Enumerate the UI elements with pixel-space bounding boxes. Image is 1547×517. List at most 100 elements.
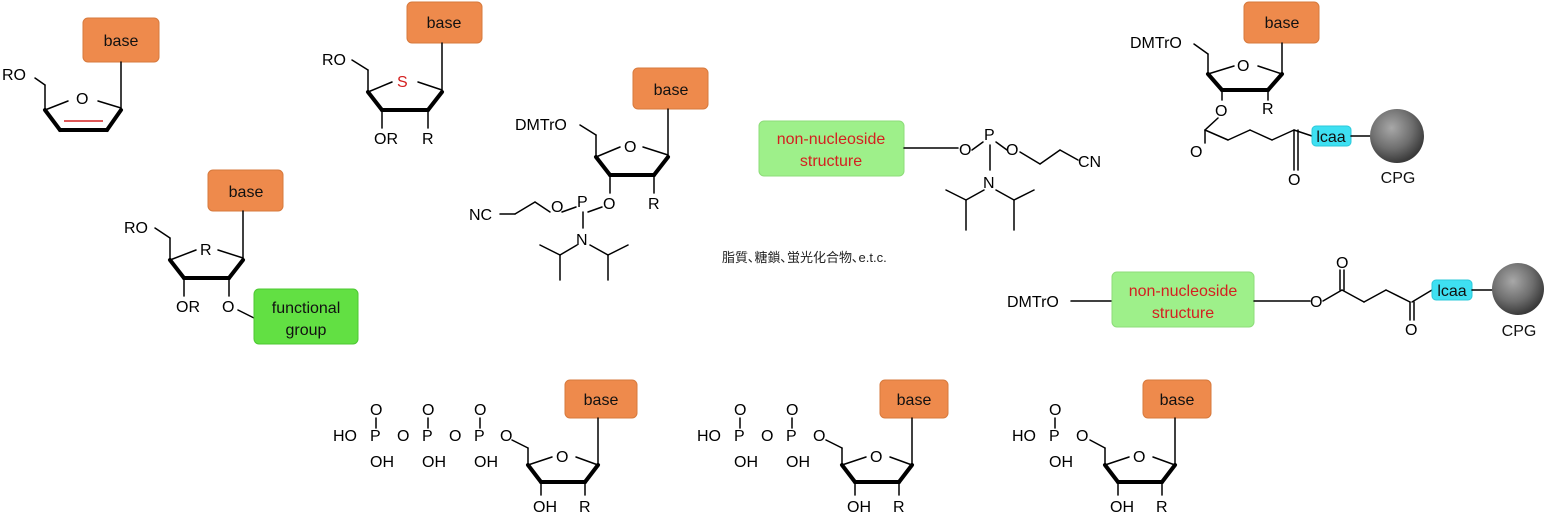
structure-phosphoramidite: base O DMTrO R O P O NC N xyxy=(469,67,709,281)
base-label: base xyxy=(1160,392,1195,409)
o-bridge-2: O xyxy=(449,428,461,445)
carbonyl-oxygen-2: O xyxy=(1405,322,1417,339)
base-box xyxy=(207,169,284,212)
r-group: R xyxy=(893,499,905,516)
o3-oxygen: O xyxy=(1215,103,1227,120)
o-linker: O xyxy=(500,428,512,445)
base-label: base xyxy=(897,392,932,409)
p-oxygen: O xyxy=(551,199,563,216)
structure-non-nucleoside-cpg: DMTrO non-nucleoside structure O O O lca… xyxy=(1007,255,1544,340)
phosphorus-3: P xyxy=(474,428,485,445)
cpg-label: CPG xyxy=(1502,323,1537,340)
base-label: base xyxy=(427,15,462,32)
base-box xyxy=(564,379,638,419)
o-linker: O xyxy=(1076,428,1088,445)
lcaa-label: lcaa xyxy=(1437,283,1466,300)
ether-oxygen: O xyxy=(222,299,234,316)
phosphorus: P xyxy=(1049,428,1060,445)
or-group: OR xyxy=(374,131,398,148)
p-oxo: O xyxy=(1049,402,1061,419)
ro-group: RO xyxy=(322,52,346,69)
structure-functionalized-nucleoside: base RO R OR O functional group xyxy=(124,169,359,345)
o-linker: O xyxy=(813,428,825,445)
cpg-label: CPG xyxy=(1381,170,1416,187)
ring-oxygen: O xyxy=(1237,58,1249,75)
ro-group: RO xyxy=(2,67,26,84)
o-bridge-1: O xyxy=(397,428,409,445)
base-box xyxy=(1142,379,1212,419)
phosphorus: P xyxy=(577,194,588,211)
functional-group-label-1: functional xyxy=(272,300,341,317)
ho-group: HO xyxy=(333,428,357,445)
structure-didehydro-nucleoside: base RO O xyxy=(2,17,160,132)
ring-oxygen: O xyxy=(624,139,636,156)
cn-group: CN xyxy=(1078,154,1101,171)
base-label: base xyxy=(1265,15,1300,32)
base-box xyxy=(879,379,949,419)
oh-group: OH xyxy=(1110,499,1134,516)
non-nucleoside-box xyxy=(1111,271,1255,328)
dmtro-group: DMTrO xyxy=(1007,294,1059,311)
base-label: base xyxy=(229,184,264,201)
oh-group: OH xyxy=(533,499,557,516)
r-group: R xyxy=(1156,499,1168,516)
ho-group: HO xyxy=(697,428,721,445)
p-oh: OH xyxy=(1049,454,1073,471)
dmtro-group: DMTrO xyxy=(515,117,567,134)
base-label: base xyxy=(104,33,139,50)
ho-group: HO xyxy=(1012,428,1036,445)
p3-oxo: O xyxy=(474,402,486,419)
p2-oh: OH xyxy=(786,454,810,471)
phosphorus-1: P xyxy=(734,428,745,445)
p-oxygen: O xyxy=(1006,142,1018,159)
base-label: base xyxy=(654,82,689,99)
ring-oxygen: O xyxy=(870,449,882,466)
non-nucleoside-label-2: structure xyxy=(800,153,862,170)
cpg-sphere xyxy=(1492,263,1544,315)
nitrogen: N xyxy=(983,175,995,192)
carbonyl-oxygen: O xyxy=(1336,255,1348,272)
structure-non-nucleoside-phosphoramidite: non-nucleoside structure O P O CN N xyxy=(758,120,1101,231)
ring-sulfur: S xyxy=(397,74,408,91)
p1-oh: OH xyxy=(734,454,758,471)
nitrogen: N xyxy=(576,232,588,249)
carbonyl-oxygen-2: O xyxy=(1288,172,1300,189)
non-nucleoside-label-1: non-nucleoside xyxy=(777,131,886,148)
p2-oxo: O xyxy=(786,402,798,419)
non-nucleoside-label-1: non-nucleoside xyxy=(1129,283,1238,300)
p2-oh: OH xyxy=(422,454,446,471)
functional-group-label-2: group xyxy=(286,322,327,339)
base-box xyxy=(406,1,483,44)
r-group: R xyxy=(1262,101,1274,118)
phosphorus-1: P xyxy=(370,428,381,445)
ring-r: R xyxy=(200,242,212,259)
or-group: OR xyxy=(176,299,200,316)
oh-group: OH xyxy=(847,499,871,516)
r-group: R xyxy=(648,196,660,213)
base-label: base xyxy=(584,392,619,409)
dmtro-group: DMTrO xyxy=(1130,35,1182,52)
phosphorus-2: P xyxy=(422,428,433,445)
p1-oh: OH xyxy=(370,454,394,471)
cpg-sphere xyxy=(1370,109,1424,163)
linker-oxygen: O xyxy=(959,142,971,159)
nc-group: NC xyxy=(469,207,492,224)
structure-thio-nucleoside: base RO S OR R xyxy=(322,1,483,148)
base-box xyxy=(632,67,709,110)
phosphorus: P xyxy=(984,127,995,144)
structure-nucleoside-cpg: base O DMTrO R O O O lcaa CPG xyxy=(1130,1,1424,189)
p1-oxo: O xyxy=(370,402,382,419)
caption-text: 脂質､糖鎖､蛍光化合物､e.t.c. xyxy=(722,250,887,265)
carbonyl-oxygen: O xyxy=(1190,144,1202,161)
r-group: R xyxy=(422,131,434,148)
functional-group-box xyxy=(253,288,359,345)
non-nucleoside-label-2: structure xyxy=(1152,305,1214,322)
ro-group: RO xyxy=(124,220,148,237)
structure-triphosphate: base O OH R HO P O OH O P O OH O P O OH … xyxy=(333,379,638,516)
p1-oxo: O xyxy=(734,402,746,419)
o3-oxygen: O xyxy=(603,196,615,213)
o-bridge-1: O xyxy=(761,428,773,445)
lcaa-label: lcaa xyxy=(1316,129,1345,146)
structure-diphosphate: base O OH R HO P O OH O P O OH O xyxy=(697,379,949,516)
